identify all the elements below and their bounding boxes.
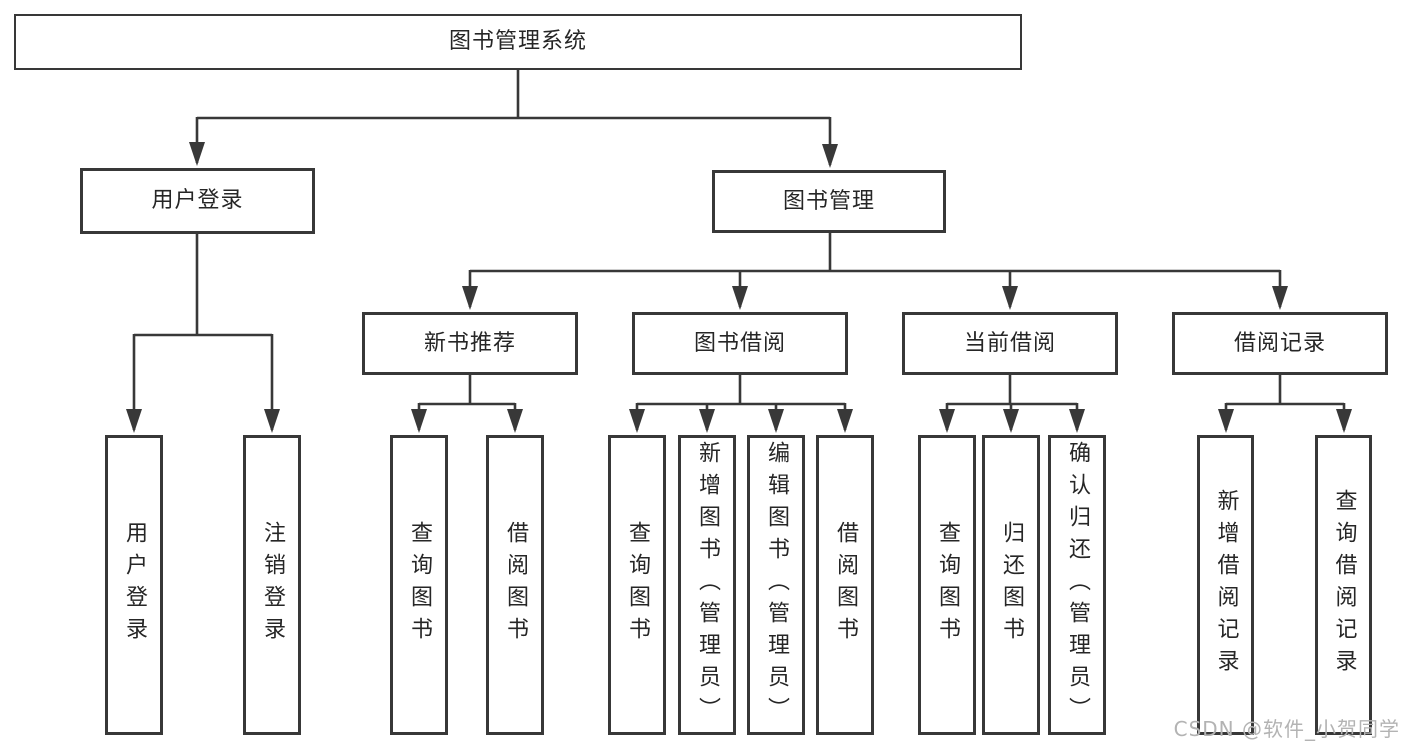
node-record-query-record: 查询借阅记录	[1315, 435, 1372, 735]
node-user-login: 用户登录	[80, 168, 315, 234]
node-current-query-book-label: 查询图书	[935, 521, 960, 649]
csdn-watermark: CSDN @软件_小贺同学	[1173, 717, 1400, 741]
node-login-label: 用户登录	[122, 521, 147, 649]
node-book-manage-label: 图书管理	[782, 188, 875, 214]
node-new-book-recommend: 新书推荐	[362, 312, 578, 375]
node-current-query-book: 查询图书	[918, 435, 976, 735]
node-current-confirm-return-admin: 确认归还（管理员）	[1048, 435, 1106, 735]
node-user-login-label: 用户登录	[151, 188, 244, 213]
node-borrow-borrow-book: 借阅图书	[816, 435, 874, 735]
node-root-label: 图书管理系统	[448, 29, 587, 54]
node-login: 用户登录	[105, 435, 163, 735]
node-new-book-recommend-label: 新书推荐	[423, 330, 516, 356]
node-borrow-query-book-label: 查询图书	[625, 521, 650, 649]
node-book-manage: 图书管理	[712, 170, 946, 233]
node-recommend-query-book: 查询图书	[390, 435, 448, 735]
node-borrow-borrow-book-label: 借阅图书	[833, 521, 858, 649]
node-current-return-book: 归还图书	[982, 435, 1040, 735]
node-record-query-record-label: 查询借阅记录	[1331, 489, 1357, 681]
node-recommend-borrow-book-label: 借阅图书	[503, 521, 528, 649]
node-root: 图书管理系统	[14, 14, 1022, 70]
node-record-add-record: 新增借阅记录	[1197, 435, 1254, 735]
node-current-borrow: 当前借阅	[902, 312, 1118, 375]
node-logout-label: 注销登录	[260, 521, 285, 649]
node-current-confirm-return-admin-label: 确认归还（管理员）	[1065, 441, 1090, 729]
node-borrow-query-book: 查询图书	[608, 435, 666, 735]
node-record-add-record-label: 新增借阅记录	[1213, 489, 1239, 681]
node-logout: 注销登录	[243, 435, 301, 735]
node-book-borrow: 图书借阅	[632, 312, 848, 375]
node-current-return-book-label: 归还图书	[999, 521, 1024, 649]
node-borrow-record-label: 借阅记录	[1233, 330, 1326, 356]
node-borrow-record: 借阅记录	[1172, 312, 1388, 375]
node-recommend-query-book-label: 查询图书	[407, 521, 432, 649]
node-current-borrow-label: 当前借阅	[963, 330, 1056, 356]
node-borrow-edit-book-admin: 编辑图书（管理员）	[747, 435, 805, 735]
node-borrow-add-book-admin: 新增图书（管理员）	[678, 435, 736, 735]
node-borrow-add-book-admin-label: 新增图书（管理员）	[695, 441, 720, 729]
node-book-borrow-label: 图书借阅	[693, 330, 786, 356]
node-borrow-edit-book-admin-label: 编辑图书（管理员）	[764, 441, 789, 729]
node-recommend-borrow-book: 借阅图书	[486, 435, 544, 735]
